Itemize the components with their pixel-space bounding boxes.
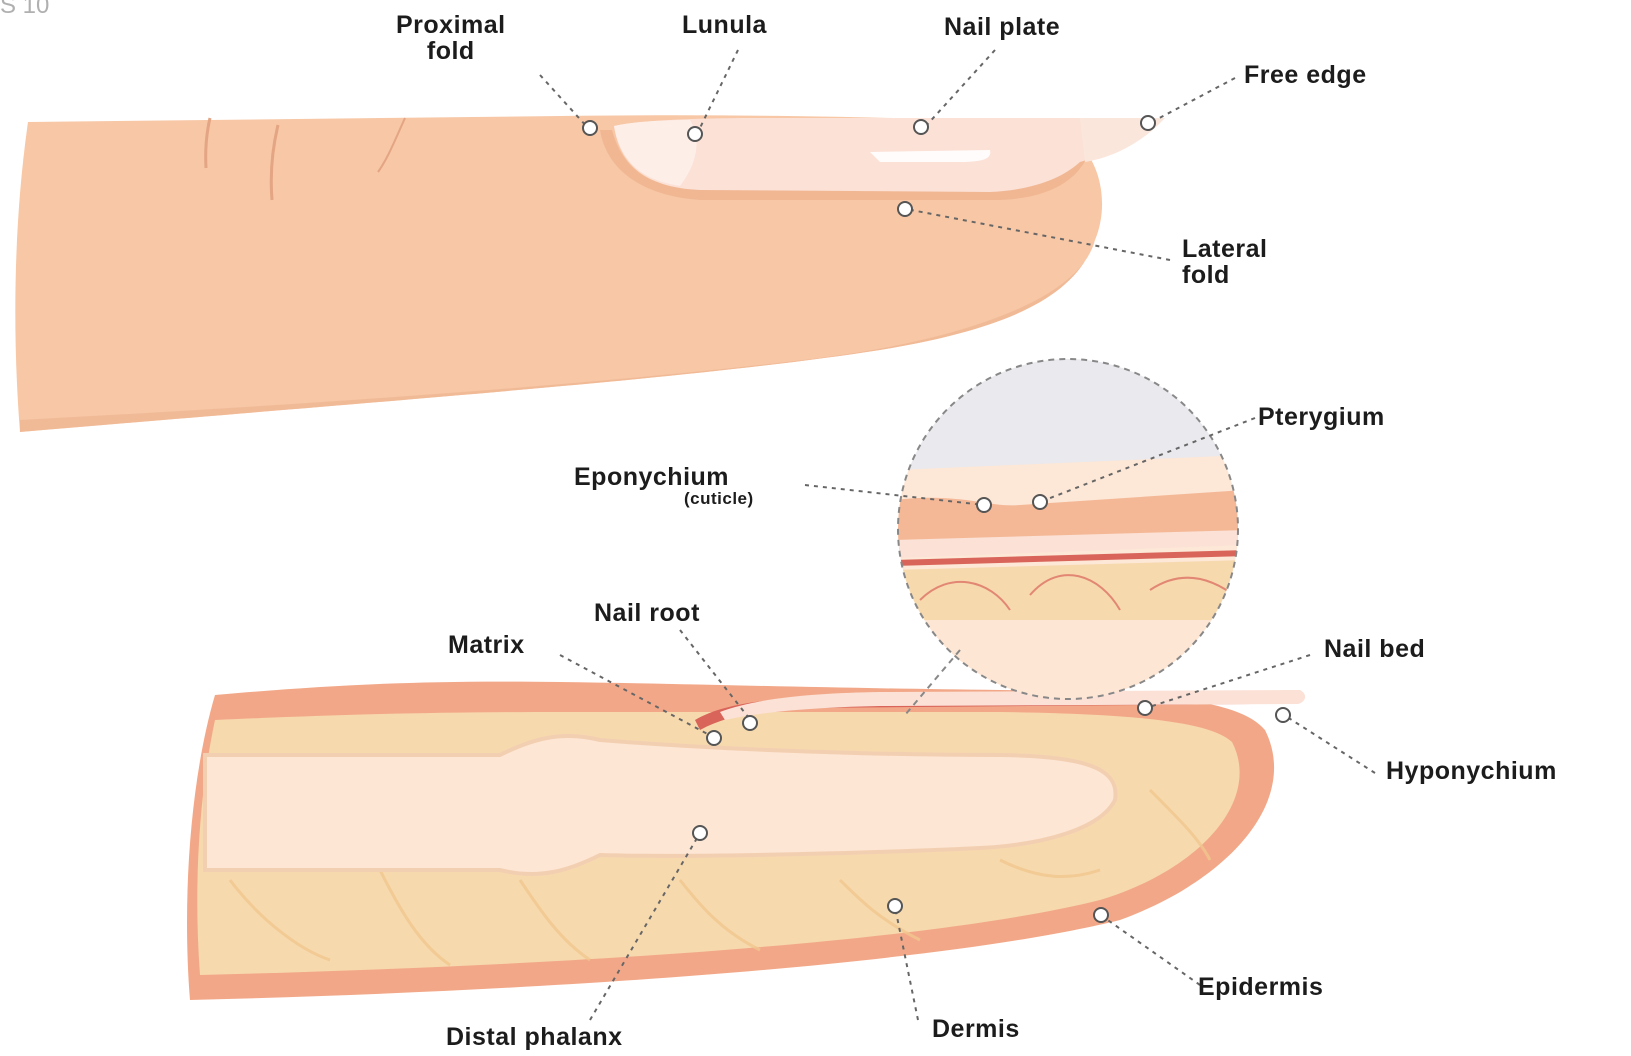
marker-proximal-fold	[583, 121, 597, 135]
label-nail-root: Nail root	[594, 600, 700, 626]
label-lateral-fold-line1: Lateral	[1182, 236, 1267, 262]
label-epidermis: Epidermis	[1198, 974, 1323, 1000]
marker-lateral-fold	[898, 202, 912, 216]
marker-free-edge	[1141, 116, 1155, 130]
label-eponychium: Eponychium (cuticle)	[574, 464, 754, 508]
label-matrix: Matrix	[448, 632, 525, 658]
label-proximal-fold-line2: fold	[396, 38, 506, 64]
label-free-edge: Free edge	[1244, 62, 1367, 88]
label-hyponychium: Hyponychium	[1386, 758, 1557, 784]
marker-nail-bed	[1138, 701, 1152, 715]
label-nail-plate: Nail plate	[944, 14, 1060, 40]
leader-hyponychium	[1284, 715, 1375, 773]
marker-epidermis	[1094, 908, 1108, 922]
label-eponychium-main: Eponychium	[574, 464, 754, 490]
label-nail-bed: Nail bed	[1324, 636, 1425, 662]
leader-nail-plate	[925, 50, 995, 127]
label-lateral-fold: Lateral fold	[1182, 236, 1267, 288]
label-dermis: Dermis	[932, 1016, 1020, 1042]
magnifier-inset	[895, 355, 1245, 715]
marker-matrix	[707, 731, 721, 745]
label-proximal-fold-line1: Proximal	[396, 12, 506, 38]
label-proximal-fold: Proximal fold	[396, 12, 506, 64]
marker-lunula	[688, 127, 702, 141]
marker-pterygium	[1033, 495, 1047, 509]
marker-hyponychium	[1276, 708, 1290, 722]
nail-highlight	[870, 150, 990, 162]
label-lateral-fold-line2: fold	[1182, 262, 1267, 288]
label-pterygium: Pterygium	[1258, 404, 1385, 430]
leader-epidermis	[1102, 916, 1200, 985]
marker-nail-plate	[914, 120, 928, 134]
marker-distal-phalanx	[693, 826, 707, 840]
marker-eponychium	[977, 498, 991, 512]
label-lunula: Lunula	[682, 12, 767, 38]
label-distal-phalanx: Distal phalanx	[446, 1024, 623, 1050]
leader-free-edge	[1150, 78, 1235, 123]
marker-dermis	[888, 899, 902, 913]
marker-nail-root	[743, 716, 757, 730]
label-eponychium-note: (cuticle)	[574, 490, 754, 508]
